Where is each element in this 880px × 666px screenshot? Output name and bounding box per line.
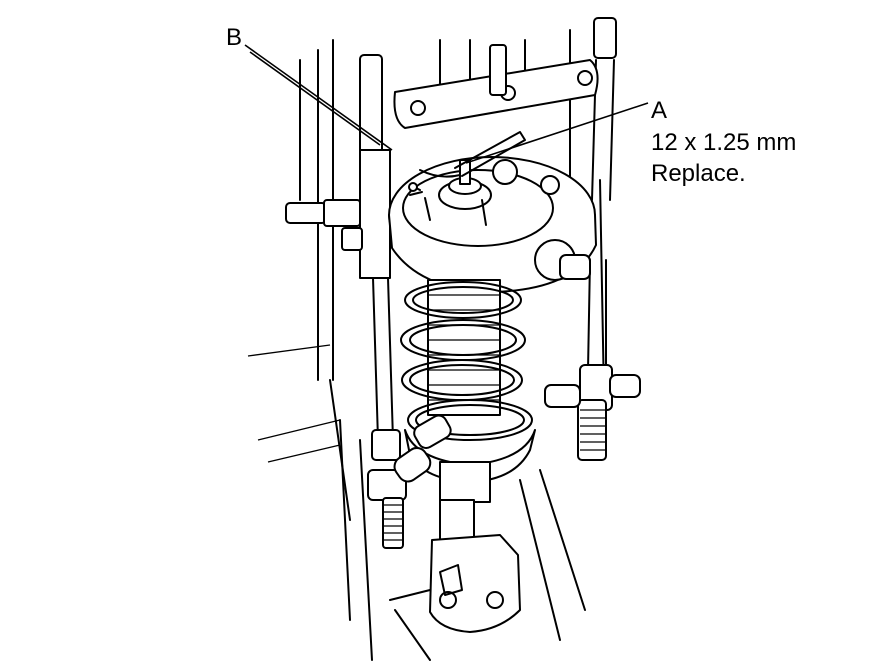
callout-b-pointer (244, 44, 393, 151)
upper-cross-plate (393, 44, 599, 129)
callout-a-pointer (465, 102, 649, 164)
callout-b-letter: B (226, 24, 242, 51)
coil-spring (400, 279, 533, 441)
lower-seat-and-strut (393, 384, 581, 633)
right-threaded-rod (577, 17, 641, 461)
callout-a-letter: A (651, 97, 667, 124)
callout-a-instruction: Replace. (651, 160, 746, 187)
callout-a-size: 12 x 1.25 mm (651, 129, 796, 156)
damper-rod-top (408, 131, 526, 226)
